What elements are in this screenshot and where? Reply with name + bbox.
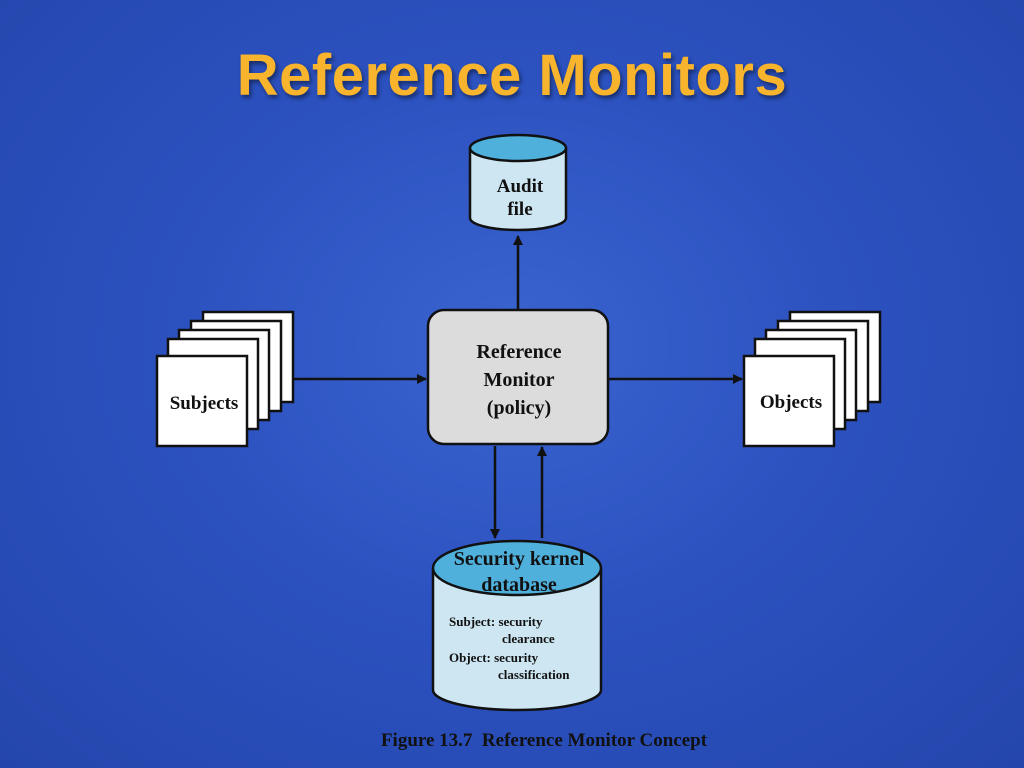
database-entry-object-line1: Object: security <box>449 650 539 665</box>
subjects-label: Subjects <box>170 393 239 414</box>
audit-file-label-line2: file <box>507 199 532 220</box>
objects-label: Objects <box>760 392 822 413</box>
slide-title: Reference Monitors <box>236 43 788 108</box>
database-title-line2: database <box>481 574 557 596</box>
reference-monitor-box: Reference Monitor (policy) <box>426 308 610 446</box>
figure-caption: Figure 13.7 Reference Monitor Concept <box>381 730 708 751</box>
audit-file-cylinder: Audit file <box>468 133 568 232</box>
database-entry-subject-line1: Subject: security <box>449 614 543 629</box>
subjects-stack: Subjects <box>155 310 295 448</box>
security-kernel-database-cylinder: Security kernel database Subject: securi… <box>431 539 603 712</box>
database-entry-object-line2: classification <box>498 667 570 682</box>
objects-stack: Objects <box>742 310 882 448</box>
monitor-label-line1: Reference <box>476 341 561 363</box>
monitor-label-line3: (policy) <box>487 397 551 419</box>
database-entry-subject-line2: clearance <box>502 631 555 646</box>
database-title-line1: Security kernel <box>454 548 585 570</box>
monitor-label-line2: Monitor <box>483 369 554 391</box>
audit-file-label-line1: Audit <box>497 176 544 197</box>
